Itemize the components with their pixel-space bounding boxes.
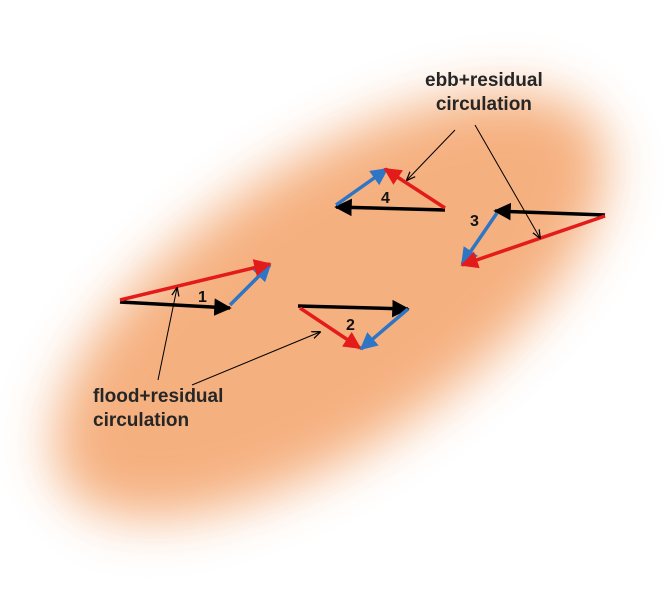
- ebb-residual-label: ebb+residual circulation: [425, 69, 543, 117]
- red-arrow-2: [299, 306, 362, 350]
- pointer-lines: [157, 124, 540, 386]
- vector-triangle-3: 3: [460, 202, 606, 269]
- ebb-label-line-1: ebb+residual: [425, 70, 543, 91]
- triangle-number-2: 2: [346, 317, 355, 334]
- triangle-number-4: 4: [381, 190, 390, 207]
- black-arrow-3: [493, 202, 606, 221]
- ebb-pointer-to-3: [474, 124, 540, 238]
- flood-label-line-1: flood+residual: [93, 386, 224, 407]
- flood-label-line-2: circulation: [93, 410, 190, 431]
- vector-triangle-4: 4: [334, 167, 446, 217]
- red-arrow-4: [383, 167, 446, 210]
- flood-residual-label: flood+residual circulation: [93, 385, 223, 433]
- flood-pointer-to-2: [191, 332, 320, 386]
- red-arrow-1: [119, 259, 272, 302]
- ebb-pointer-to-4: [407, 129, 456, 180]
- estuary-background-blob: [53, 91, 607, 519]
- black-arrow-1: [119, 298, 232, 316]
- black-arrow-4: [334, 198, 446, 217]
- triangle-number-1: 1: [198, 289, 207, 306]
- ebb-label-line-2: circulation: [435, 94, 532, 115]
- red-arrow-3: [460, 214, 606, 269]
- blue-arrow-4: [334, 167, 389, 207]
- black-arrow-2: [297, 299, 410, 318]
- triangle-number-3: 3: [470, 213, 479, 230]
- vector-triangle-2: 2: [297, 299, 410, 351]
- flood-pointer-to-1: [157, 288, 177, 381]
- blue-arrow-2: [359, 307, 410, 351]
- vector-triangle-1: 1: [119, 259, 272, 316]
